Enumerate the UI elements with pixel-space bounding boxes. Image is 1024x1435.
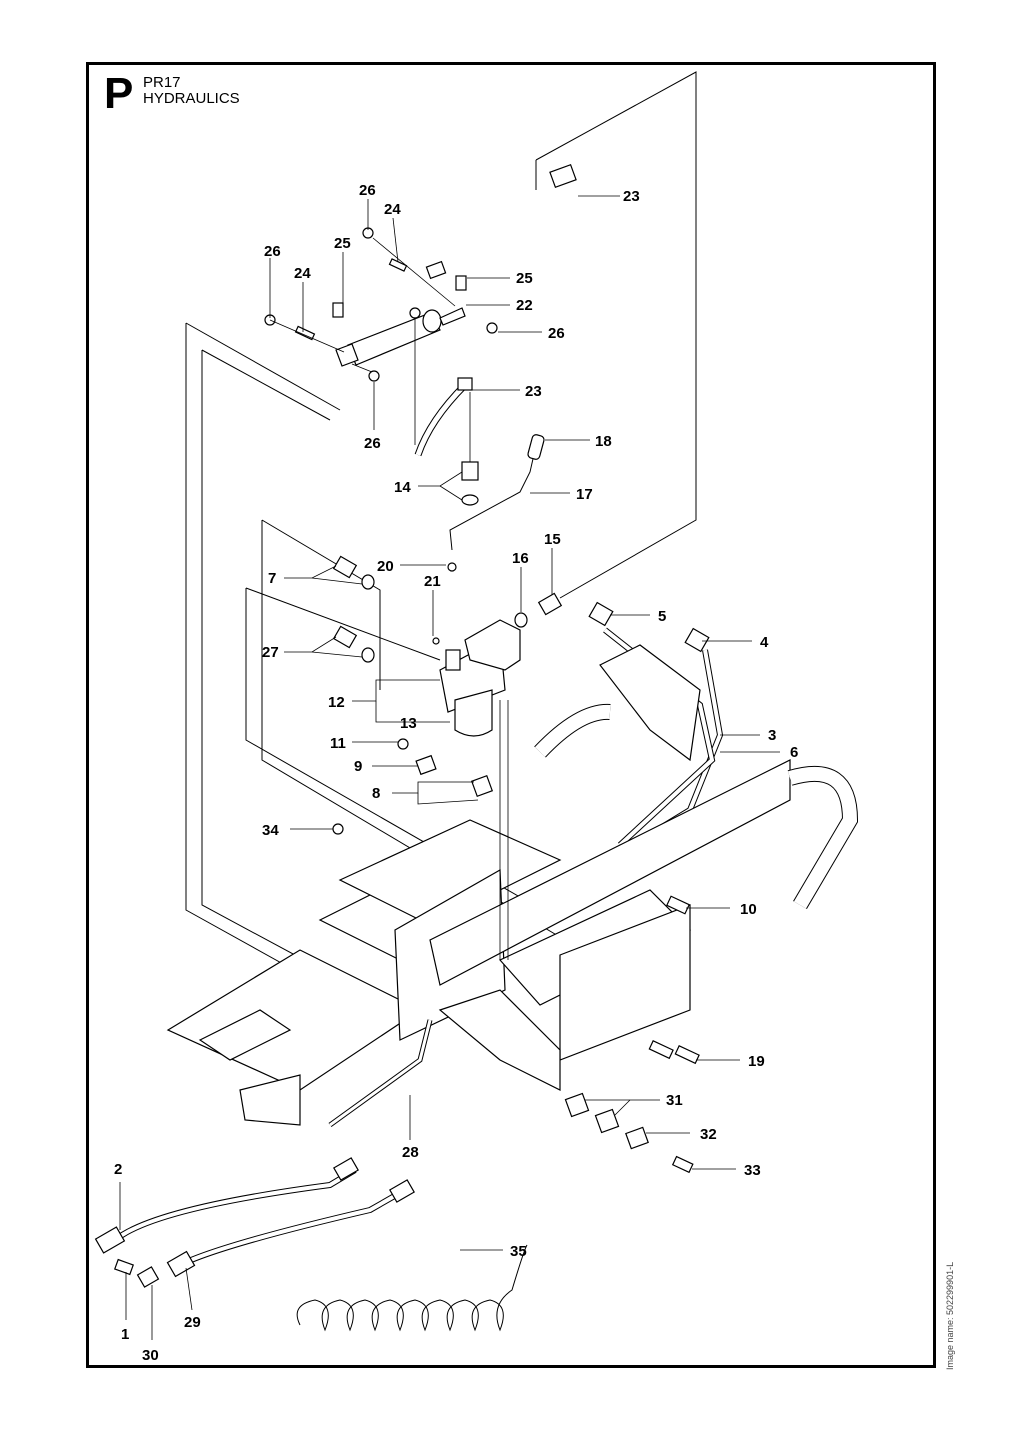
callout-23: 23 (623, 188, 640, 205)
callout-4: 4 (760, 634, 769, 651)
callout-35: 35 (510, 1243, 527, 1260)
callout-labels: 26 24 25 26 24 23 25 22 26 26 23 18 14 1… (114, 182, 798, 1364)
page-title: HYDRAULICS (143, 90, 240, 107)
callout-9: 9 (354, 758, 362, 775)
callout-2: 2 (114, 1161, 122, 1178)
callout-25: 25 (334, 235, 351, 252)
callout-24: 24 (294, 265, 311, 282)
hose-upper (425, 163, 577, 280)
callout-12: 12 (328, 694, 345, 711)
callout-21: 21 (424, 573, 441, 590)
spiral-wrap (296, 1244, 528, 1332)
callout-13: 13 (400, 715, 417, 732)
callout-11: 11 (330, 735, 346, 752)
leader-lines (119, 195, 780, 1340)
callout-1: 1 (121, 1326, 129, 1343)
hose-lower (414, 377, 473, 465)
callout-33: 33 (744, 1162, 761, 1179)
callout-26: 26 (364, 435, 381, 452)
callout-18: 18 (595, 433, 612, 450)
callout-31: 31 (666, 1092, 683, 1109)
diagram-frame (86, 62, 936, 1368)
callout-16: 16 (512, 550, 529, 567)
callout-24: 24 (384, 201, 401, 218)
lower-hoses (94, 1157, 415, 1288)
callout-29: 29 (184, 1314, 201, 1331)
callout-30: 30 (142, 1347, 159, 1364)
callout-34: 34 (262, 822, 279, 839)
callout-8: 8 (372, 785, 380, 802)
callout-32: 32 (700, 1126, 717, 1143)
callout-7: 7 (268, 570, 276, 587)
callout-19: 19 (748, 1053, 765, 1070)
callout-15: 15 (544, 531, 561, 548)
callout-28: 28 (402, 1144, 419, 1161)
callout-26: 26 (359, 182, 376, 199)
callout-14: 14 (394, 479, 411, 496)
section-letter: P (104, 69, 134, 118)
callout-26: 26 (264, 243, 281, 260)
callout-6: 6 (790, 744, 798, 761)
callout-27: 27 (262, 644, 279, 661)
callout-10: 10 (740, 901, 757, 918)
callout-25: 25 (516, 270, 533, 287)
callout-3: 3 (768, 727, 776, 744)
callout-26: 26 (548, 325, 565, 342)
control-valve (439, 619, 521, 737)
callout-20: 20 (377, 558, 394, 575)
hardware (332, 738, 700, 1174)
tractor-chassis (166, 644, 859, 1128)
hydraulic-cylinder (335, 307, 466, 445)
callout-17: 17 (576, 486, 593, 503)
model-name: PR17 (143, 74, 181, 91)
fittings (332, 461, 563, 663)
control-lever (449, 434, 545, 551)
callout-22: 22 (516, 297, 533, 314)
pins-and-clips (264, 227, 498, 382)
callout-5: 5 (658, 608, 666, 625)
callout-23: 23 (525, 383, 542, 400)
